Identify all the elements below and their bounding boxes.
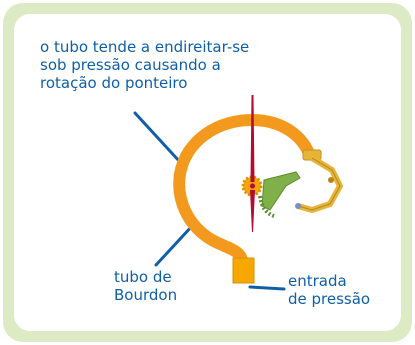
pointer-needle xyxy=(250,95,255,182)
linkage-arm xyxy=(297,155,343,213)
caption-line: sob pressão causando a xyxy=(40,56,221,74)
pressure-inlet xyxy=(232,257,255,284)
inlet-label-line: de pressão xyxy=(288,290,371,308)
sector-gear-teeth xyxy=(258,195,275,218)
tube-leader-line xyxy=(154,223,195,267)
sector-gear xyxy=(261,171,301,211)
linkage-joint xyxy=(295,203,301,209)
inlet-label: entrada de pressão xyxy=(288,272,370,308)
caption-leader-line xyxy=(133,111,182,164)
bourdon-tube xyxy=(173,113,316,264)
pointer-pivot xyxy=(250,183,255,189)
tube-label-line: tubo de xyxy=(114,268,172,286)
inlet-leader-line xyxy=(248,285,286,291)
caption-line: o tubo tende a endireitar-se xyxy=(40,38,250,56)
linkage-arm-outline xyxy=(297,157,341,211)
tube-label-line: Bourdon xyxy=(114,286,178,304)
pointer-tail xyxy=(250,190,255,232)
tube-label: tubo de Bourdon xyxy=(114,268,177,304)
caption: o tubo tende a endireitar-se sob pressão… xyxy=(40,38,249,92)
caption-line: rotação do ponteiro xyxy=(40,74,188,92)
inlet-label-line: entrada xyxy=(288,272,347,290)
linkage-pivot xyxy=(328,177,334,183)
